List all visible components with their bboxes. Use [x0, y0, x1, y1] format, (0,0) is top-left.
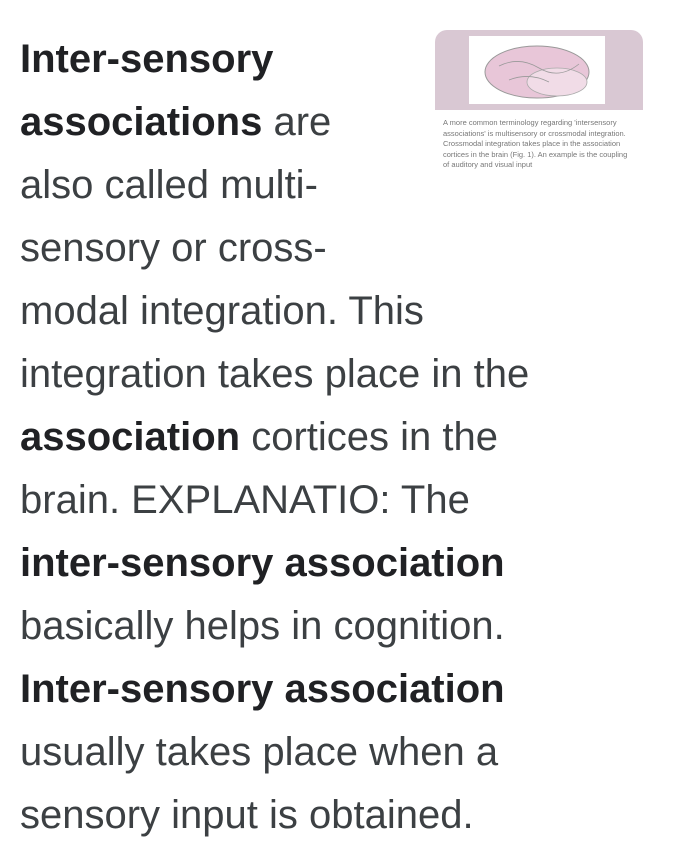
bold-text: Inter-sensory: [20, 37, 274, 81]
brain-icon: [484, 45, 590, 99]
snippet-line: also called multi-: [20, 154, 529, 217]
bold-text: inter-sensory association: [20, 541, 505, 585]
bold-text: associations: [20, 100, 263, 144]
snippet-line: modal integration. This: [20, 280, 529, 343]
text-run: are: [262, 100, 332, 144]
snippet-line: sensory input is obtained.: [20, 784, 529, 847]
text-run: also called multi-: [20, 163, 318, 207]
text-run: usually takes place when a: [20, 730, 499, 774]
snippet-line: integration takes place in the: [20, 343, 529, 406]
snippet-line: usually takes place when a: [20, 721, 529, 784]
snippet-thumbnail[interactable]: A more common terminology regarding 'int…: [435, 30, 643, 242]
text-run: basically helps in cognition.: [20, 604, 505, 648]
brain-diagram-image: [435, 30, 643, 110]
text-run: integration takes place in the: [20, 352, 530, 396]
bold-text: Inter-sensory association: [20, 667, 505, 711]
snippet-line: basically helps in cognition.: [20, 595, 529, 658]
text-run: brain. EXPLANATIO: The: [20, 478, 470, 522]
snippet-line: sensory or cross-: [20, 217, 529, 280]
snippet-line: Inter-sensory: [20, 28, 529, 91]
bold-text: association: [20, 415, 241, 459]
featured-snippet-text: Inter-sensory associations are also called…: [20, 28, 529, 847]
text-run: sensory or cross-: [20, 226, 327, 270]
snippet-line: brain. EXPLANATIO: The: [20, 469, 529, 532]
text-run: sensory input is obtained.: [20, 793, 474, 837]
snippet-line: associations are: [20, 91, 529, 154]
thumbnail-caption: A more common terminology regarding 'int…: [443, 118, 628, 169]
snippet-line: Inter-sensory association: [20, 658, 529, 721]
snippet-line: inter-sensory association: [20, 532, 529, 595]
snippet-line: association cortices in the: [20, 406, 529, 469]
text-run: cortices in the: [240, 415, 498, 459]
text-run: modal integration. This: [20, 289, 424, 333]
